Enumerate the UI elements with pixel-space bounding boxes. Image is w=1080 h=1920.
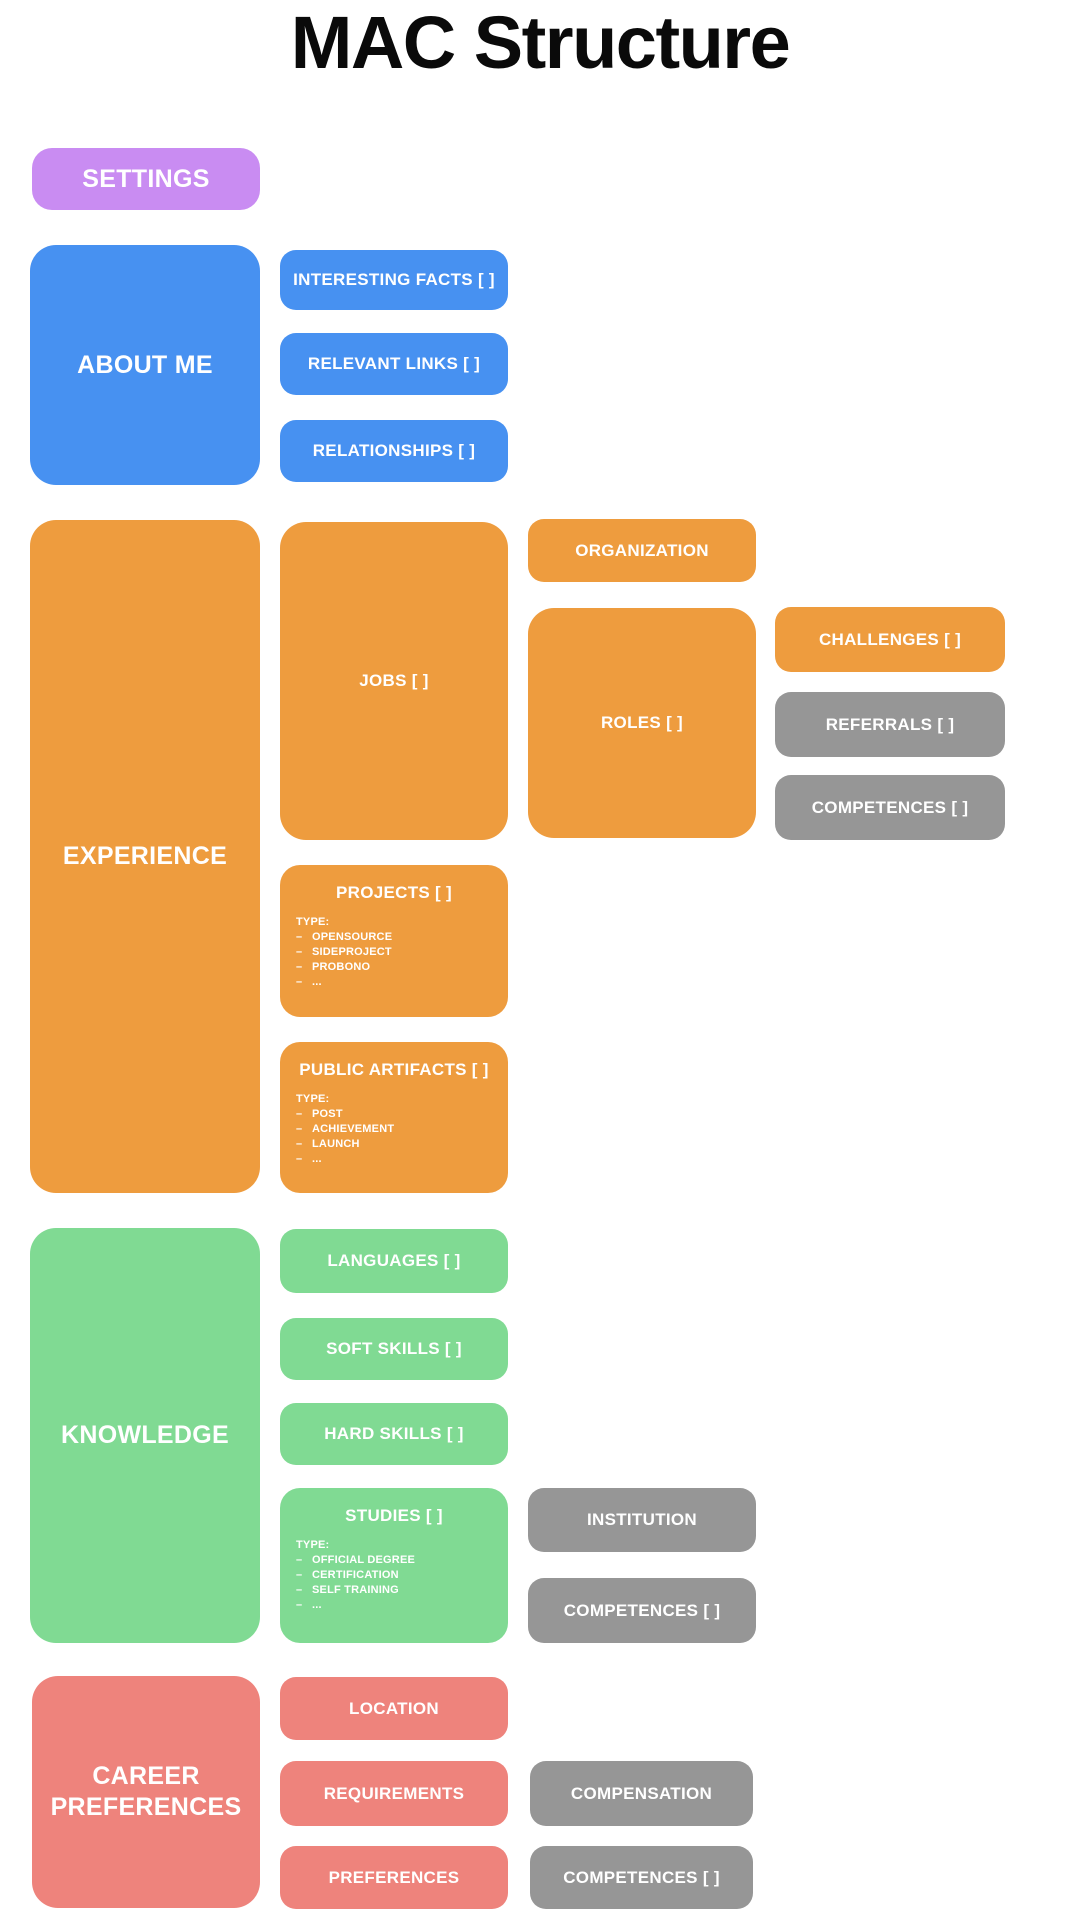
jobs-label: JOBS [ ] (359, 671, 429, 690)
list-heading: TYPE: (296, 1093, 330, 1105)
jobs-box: JOBS [ ] (280, 522, 508, 840)
roles-label: ROLES [ ] (600, 713, 684, 732)
compensation-label: COMPENSATION (570, 1783, 713, 1803)
list-item: –... (296, 1599, 322, 1611)
knowledge-label: KNOWLEDGE (61, 1421, 229, 1449)
interesting-facts-label: INTERESTING FACTS [ ] (293, 270, 495, 289)
studies-competences-label: COMPETENCES [ ] (563, 1600, 721, 1620)
roles-competences-box: COMPETENCES [ ] (775, 775, 1005, 840)
list-item: –ACHIEVEMENT (296, 1123, 395, 1135)
list-item: –... (296, 1153, 322, 1165)
requirements-label: REQUIREMENTS (323, 1783, 465, 1803)
organization-box: ORGANIZATION (528, 519, 756, 582)
studies-competences-box: COMPETENCES [ ] (528, 1578, 756, 1643)
public-artifacts-label: PUBLIC ARTIFACTS [ ] (299, 1060, 489, 1079)
list-heading: TYPE: (296, 916, 330, 928)
list-heading: TYPE: (296, 1539, 330, 1551)
list-item: –PROBONO (296, 961, 371, 973)
studies-box: STUDIES [ ] TYPE: –OFFICIAL DEGREE –CERT… (280, 1488, 508, 1643)
preferences-box: PREFERENCES (280, 1846, 508, 1909)
institution-box: INSTITUTION (528, 1488, 756, 1552)
institution-label: INSTITUTION (586, 1510, 697, 1529)
experience-box: EXPERIENCE (30, 520, 260, 1193)
referrals-box: REFERRALS [ ] (775, 692, 1005, 757)
list-item: –POST (296, 1108, 343, 1120)
hard-skills-box: HARD SKILLS [ ] (280, 1403, 508, 1465)
public-artifacts-box: PUBLIC ARTIFACTS [ ] TYPE: –POST –ACHIEV… (280, 1042, 508, 1193)
relevant-links-box: RELEVANT LINKS [ ] (280, 333, 508, 395)
relationships-box: RELATIONSHIPS [ ] (280, 420, 508, 482)
challenges-label: CHALLENGES [ ] (818, 629, 962, 649)
public-artifacts-type-list: TYPE: –POST –ACHIEVEMENT –LAUNCH –... (280, 1080, 508, 1167)
knowledge-box: KNOWLEDGE (30, 1228, 260, 1643)
list-item: –... (296, 976, 322, 988)
roles-competences-label: COMPETENCES [ ] (811, 797, 969, 817)
projects-type-list: TYPE: –OPENSOURCE –SIDEPROJECT –PROBONO … (280, 903, 508, 990)
roles-box: ROLES [ ] (528, 608, 756, 838)
experience-label: EXPERIENCE (62, 842, 228, 870)
soft-skills-box: SOFT SKILLS [ ] (280, 1318, 508, 1380)
languages-label: LANGUAGES [ ] (327, 1251, 461, 1270)
compensation-box: COMPENSATION (530, 1761, 753, 1826)
studies-label: STUDIES [ ] (345, 1506, 443, 1525)
hard-skills-label: HARD SKILLS [ ] (324, 1424, 464, 1443)
career-preferences-box: CAREER PREFERENCES (32, 1676, 260, 1908)
about-me-label: ABOUT ME (77, 350, 213, 379)
projects-box: PROJECTS [ ] TYPE: –OPENSOURCE –SIDEPROJ… (280, 865, 508, 1017)
location-label: LOCATION (349, 1698, 439, 1718)
career-competences-label: COMPETENCES [ ] (563, 1867, 720, 1887)
career-competences-box: COMPETENCES [ ] (530, 1846, 753, 1909)
interesting-facts-box: INTERESTING FACTS [ ] (280, 250, 508, 310)
settings-label: SETTINGS (82, 164, 210, 193)
list-item: –CERTIFICATION (296, 1569, 399, 1581)
about-me-box: ABOUT ME (30, 245, 260, 485)
challenges-box: CHALLENGES [ ] (775, 607, 1005, 672)
list-item: –OFFICIAL DEGREE (296, 1554, 416, 1566)
list-item: –LAUNCH (296, 1138, 360, 1150)
preferences-label: PREFERENCES (328, 1867, 460, 1887)
career-preferences-label: CAREER PREFERENCES (50, 1762, 242, 1821)
relevant-links-label: RELEVANT LINKS [ ] (307, 354, 481, 373)
relationships-label: RELATIONSHIPS [ ] (312, 441, 476, 460)
location-box: LOCATION (280, 1677, 508, 1740)
studies-type-list: TYPE: –OFFICIAL DEGREE –CERTIFICATION –S… (280, 1526, 508, 1613)
settings-box: SETTINGS (32, 148, 260, 210)
organization-label: ORGANIZATION (575, 540, 709, 560)
list-item: –SIDEPROJECT (296, 946, 392, 958)
requirements-box: REQUIREMENTS (280, 1761, 508, 1826)
list-item: –OPENSOURCE (296, 931, 393, 943)
list-item: –SELF TRAINING (296, 1584, 399, 1596)
page-title: MAC Structure (290, 1, 791, 84)
languages-box: LANGUAGES [ ] (280, 1229, 508, 1293)
soft-skills-label: SOFT SKILLS [ ] (326, 1339, 462, 1358)
referrals-label: REFERRALS [ ] (825, 714, 955, 734)
projects-label: PROJECTS [ ] (335, 883, 452, 902)
